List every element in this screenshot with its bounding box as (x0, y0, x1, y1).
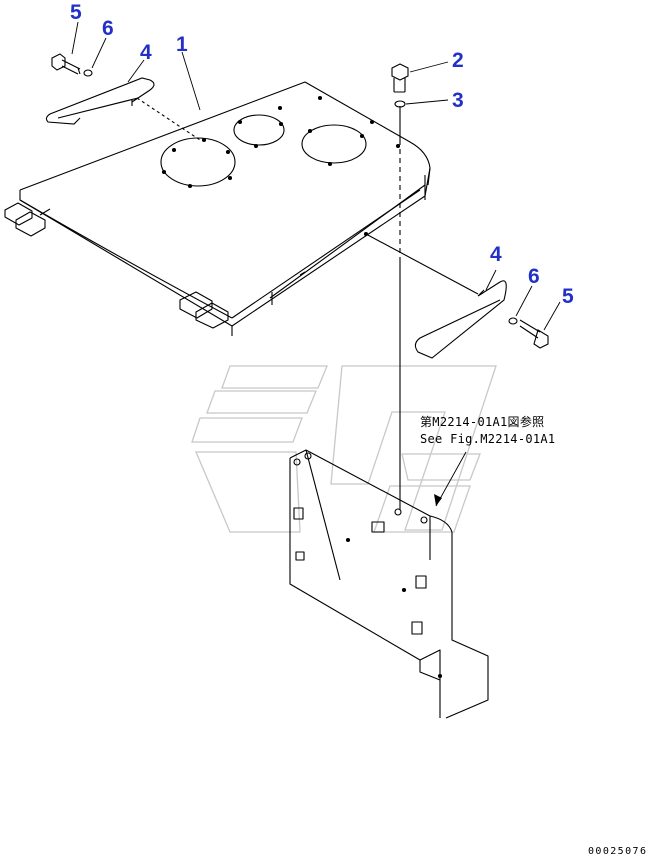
center-bolt (391, 63, 409, 510)
watermark-logo (191, 365, 497, 533)
callout-6-right: 6 (528, 265, 540, 288)
callout-3: 3 (452, 89, 464, 112)
handle-right (414, 280, 507, 359)
cover-panel (4, 81, 431, 336)
document-code: 00025076 (588, 846, 648, 857)
washer-right (508, 317, 518, 325)
bolt-right (519, 319, 549, 349)
callout-1: 1 (176, 33, 188, 56)
bolt-top-left (51, 53, 81, 75)
callout-6-top: 6 (102, 17, 114, 40)
callout-4-right: 4 (490, 243, 502, 266)
callout-4-top: 4 (140, 41, 152, 64)
callout-5-top: 5 (70, 1, 82, 24)
top-left-hardware (45, 53, 201, 141)
reference-arrow-head (434, 494, 442, 506)
reference-note-en: See Fig.M2214-01A1 (420, 432, 556, 446)
washer-top-left (83, 69, 93, 77)
mount-bracket (289, 449, 489, 719)
callout-5-right: 5 (562, 285, 574, 308)
reference-note-jp: 第M2214-01A1図参照 (420, 415, 545, 429)
right-hardware (365, 233, 549, 359)
handle-top-left (45, 77, 155, 125)
callout-2: 2 (452, 49, 464, 72)
leader-lines (71, 21, 561, 507)
